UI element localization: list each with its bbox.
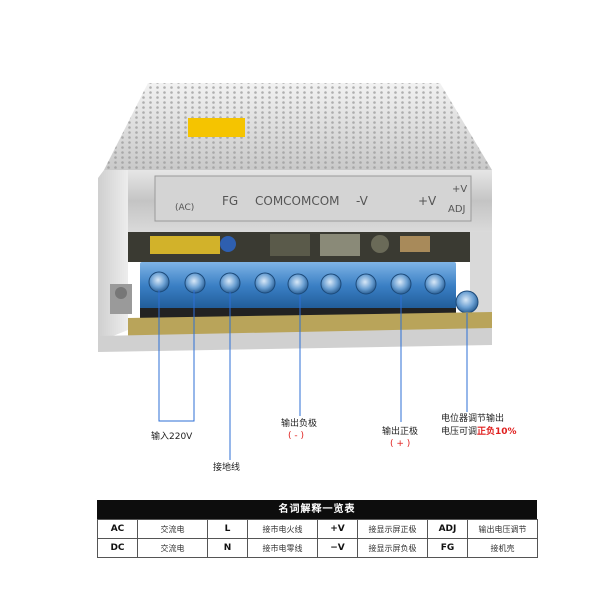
legend-symbol: DC [97,538,138,558]
callout-line-input [158,290,195,422]
callout-adjust-line2: 电压可调正负10% [441,426,517,439]
legend-row: AC 交流电 L 接市电火线 +V 接显示屏正极 ADJ 输出电压调节 [97,519,538,539]
label-adj-bottom: ADJ [448,204,466,215]
callout-negative-text: 输出负极 [281,419,318,429]
legend-description: 接显示屏正极 [357,519,428,539]
left-side-wall [98,170,128,342]
top-sticker [188,118,245,137]
legend-description: 输出电压调节 [467,519,538,539]
label-v-minus: -V [356,194,369,208]
legend-description: 接市电零线 [247,538,318,558]
callout-input-text: 输入220V [151,432,193,442]
potentiometer [455,290,479,314]
callout-positive-sign: ( + ) [390,439,411,449]
callout-input: 输入220V [151,431,192,444]
callout-adjust-prefix: 电压可调 [441,427,478,437]
interior-components [128,232,470,262]
label-adj-top: +V [452,184,467,195]
callout-positive: 输出正极 [382,426,418,439]
callout-ground: 接地线 [213,462,240,475]
callout-negative: 输出负极 [281,418,317,431]
label-ac: (AC) [175,203,194,213]
legend-description: 接市电火线 [247,519,318,539]
callout-negative-sign: ( - ) [288,431,304,441]
callout-lines [158,290,468,460]
legend-symbol: FG [427,538,468,558]
legend-description: 接显示屏负极 [357,538,428,558]
legend-symbol: L [207,519,248,539]
base-plate [98,328,492,352]
label-v-plus: +V [418,194,437,208]
legend: 名词解释一览表 AC 交流电 L 接市电火线 +V 接显示屏正极 ADJ 输出电… [97,500,538,558]
legend-table: AC 交流电 L 接市电火线 +V 接显示屏正极 ADJ 输出电压调节 DC 交… [97,519,538,558]
callout-adjust-highlight: 正负10% [477,427,517,437]
legend-row: DC 交流电 N 接市电零线 −V 接显示屏负极 FG 接机壳 [97,538,538,558]
legend-description: 接机壳 [467,538,538,558]
legend-title: 名词解释一览表 [97,500,537,519]
legend-symbol: −V [317,538,358,558]
legend-description: 交流电 [137,519,208,539]
top-cover [104,83,492,170]
callout-positive-text: 输出正极 [382,427,419,437]
ground-screw [110,284,132,314]
legend-symbol: +V [317,519,358,539]
callout-adjust: 电位器调节输出 电压可调正负10% [441,413,517,439]
legend-symbol: ADJ [427,519,468,539]
callout-ground-text: 接地线 [213,463,241,473]
legend-symbol: N [207,538,248,558]
front-label-plate: (AC) FG COMCOMCOM -V +V +V ADJ [128,170,492,232]
callout-adjust-line1: 电位器调节输出 [441,414,505,424]
label-com: COMCOMCOM [255,194,340,208]
terminal-block [140,262,456,320]
legend-symbol: AC [97,519,138,539]
legend-description: 交流电 [137,538,208,558]
label-fg: FG [222,194,238,208]
